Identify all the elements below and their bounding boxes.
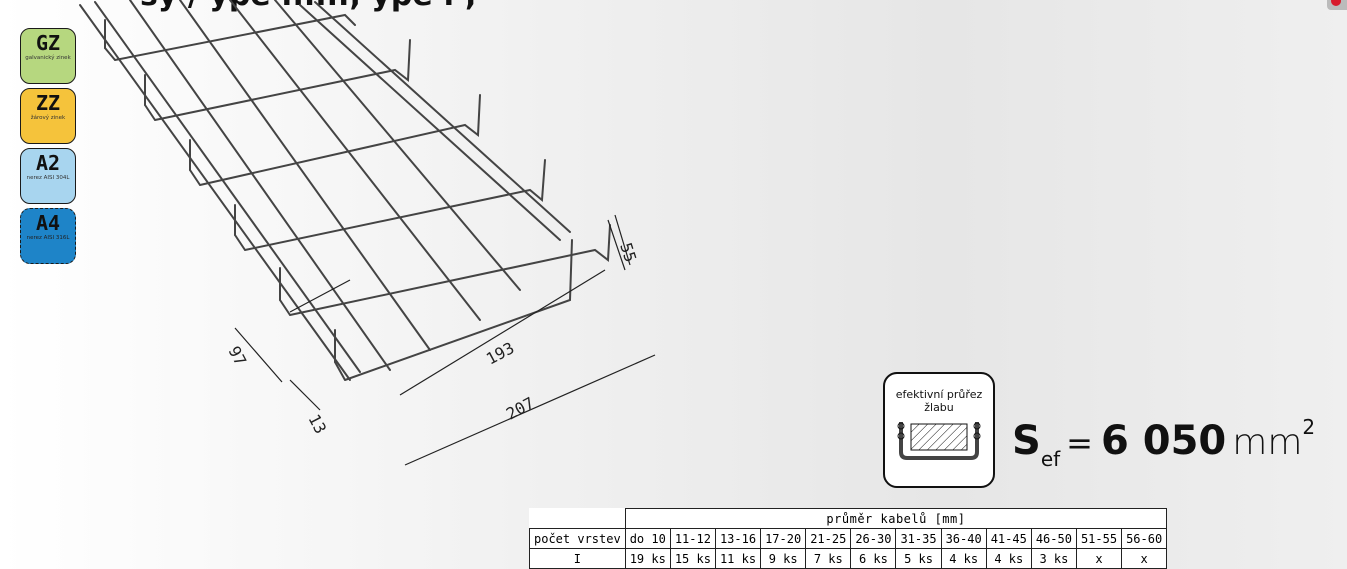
effective-cross-section-icon: efektivní průřez žlabu [883, 372, 995, 488]
table-cell: x [1121, 548, 1168, 569]
table-cell: 19 ks [624, 548, 671, 569]
table-cell: 5 ks [895, 548, 942, 569]
table-column-header: 26-30 [850, 528, 897, 549]
badge-code: A4 [35, 211, 61, 235]
page-title: sy / ype ......, ype . , [140, 0, 476, 13]
table-cell: 11 ks [714, 548, 762, 569]
formula-equals: = [1066, 424, 1093, 462]
table-column-header: 46-50 [1030, 528, 1077, 549]
formula-subscript: ef [1040, 447, 1061, 471]
table-cell: 4 ks [985, 548, 1032, 569]
heart-icon [1327, 0, 1347, 10]
badge-code: ZZ [35, 91, 61, 115]
table-row: I 19 ks 15 ks 11 ks 9 ks 7 ks 6 ks 5 ks … [529, 548, 1168, 569]
table-column-header: 11-12 [669, 528, 716, 549]
badge-gz: GZ galvanický zinek [20, 28, 76, 84]
formula-value: 6 050 [1100, 418, 1227, 464]
badge-description: galvanický zinek [25, 55, 71, 61]
badge-description: nerez AISI 304L [26, 175, 70, 181]
table-cell: 3 ks [1030, 548, 1077, 569]
table-cell-layers: I [529, 548, 626, 569]
table-cell: 4 ks [940, 548, 987, 569]
table-cell: 6 ks [850, 548, 897, 569]
dimension-inner-width: 193 [483, 338, 517, 368]
table-column-header: do 10 [624, 528, 671, 549]
formula-unit: mm [1232, 422, 1303, 463]
table-column-header: 31-35 [895, 528, 942, 549]
table-header-row: počet vrstev do 10 11-12 13-16 17-20 21-… [529, 528, 1168, 549]
dimension-wire: 13 [304, 411, 330, 437]
badge-a4: A4 nerez AISI 316L [20, 208, 76, 264]
table-group-header: průměr kabelů [mm] [624, 508, 1168, 529]
formula-symbol: S [1012, 418, 1041, 464]
table-cell: 9 ks [760, 548, 807, 569]
table-column-header: 51-55 [1075, 528, 1123, 549]
badge-description: nerez AISI 316L [26, 235, 70, 241]
badge-code: GZ [35, 31, 61, 55]
dimension-inner-height: 97 [224, 343, 250, 369]
table-cell: 7 ks [805, 548, 852, 569]
badge-code: A2 [35, 151, 61, 175]
table-column-header: 41-45 [985, 528, 1032, 549]
table-column-header: 13-16 [714, 528, 762, 549]
table-cell: x [1075, 548, 1123, 569]
table-row-header: počet vrstev [529, 528, 626, 549]
table-column-header: 21-25 [805, 528, 852, 549]
cable-capacity-table: průměr kabelů [mm] počet vrstev do 10 11… [529, 508, 1168, 569]
cable-tray-drawing: 55 97 193 207 13 [79, 0, 656, 466]
tray-section-icon [897, 422, 981, 460]
dimension-height: 55 [616, 240, 640, 264]
formula-exponent: 2 [1302, 415, 1316, 439]
badge-a2: A2 nerez AISI 304L [20, 148, 76, 204]
badge-description: žárový zinek [30, 115, 66, 121]
material-badges: GZ galvanický zinek ZZ žárový zinek A2 n… [20, 28, 76, 268]
table-column-header: 56-60 [1121, 528, 1168, 549]
table-column-header: 17-20 [760, 528, 807, 549]
cross-section-label: efektivní průřez žlabu [895, 388, 983, 414]
badge-zz: ZZ žárový zinek [20, 88, 76, 144]
table-column-header: 36-40 [940, 528, 987, 549]
table-corner [530, 509, 626, 529]
table-cell: 15 ks [669, 548, 716, 569]
